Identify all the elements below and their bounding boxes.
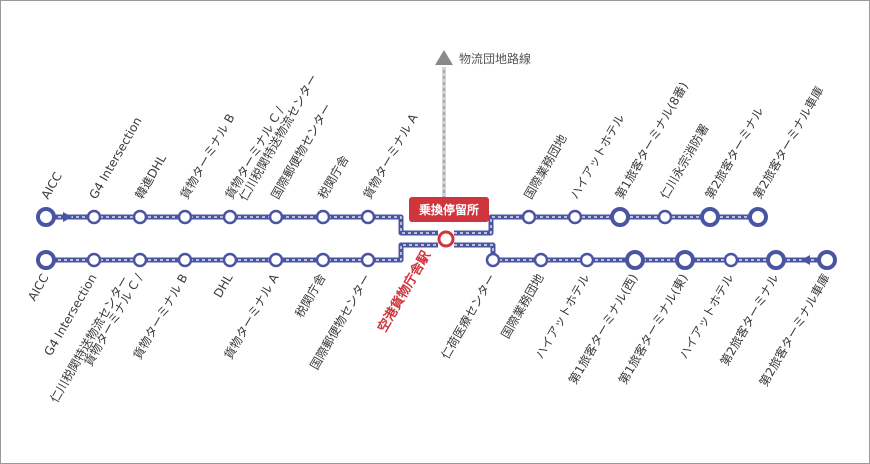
lower-stop-marker[interactable] [817,250,837,270]
transfer-badge-label: 乗換停留所 [419,202,479,217]
upper-stop-marker[interactable] [222,209,238,225]
upper-stop-label: 仁川永宗消防署 [657,121,712,201]
upper-stop-label: 第2旅客ターミナル車庫 [750,83,827,201]
lower-stop-marker[interactable] [86,252,102,268]
lower-stop-label: 税関庁舎 [292,272,328,321]
upper-stop-marker[interactable] [132,209,148,225]
lower-stop-marker[interactable] [268,252,284,268]
upper-track-left-inner [46,216,438,234]
lower-stop-marker[interactable] [533,252,549,268]
upper-stop-label: 韓進DHL [132,152,169,202]
lower-stop-marker[interactable] [625,250,645,270]
upper-stop-marker[interactable] [360,209,376,225]
upper-stop-marker[interactable] [268,209,284,225]
lower-direction-arrow-icon [801,255,810,265]
upper-stop-marker[interactable] [700,207,720,227]
upper-stop-label: 国際業務団地 [521,132,569,201]
upper-stop-marker[interactable] [86,209,102,225]
lower-stop-marker[interactable] [675,250,695,270]
lower-stop-label: DHL [211,271,236,300]
lower-stop-label: 国際業務団地 [498,272,546,341]
upper-stop-label: AICC [38,170,64,202]
lower-stop-label: AICC [25,272,51,304]
lower-stop-marker[interactable] [315,252,331,268]
north-branch: 物流団地路線 [435,50,531,197]
lower-stop-marker[interactable] [766,250,786,270]
lower-stop-marker[interactable] [723,252,739,268]
lower-track-left-inner [46,244,438,261]
hub-marker[interactable] [437,230,455,248]
upper-track-left [46,214,438,236]
lower-stop-marker[interactable] [360,252,376,268]
upper-stop-marker[interactable] [177,209,193,225]
upper-stop-label: 税関庁舎 [315,153,351,202]
lower-stop-marker[interactable] [36,250,56,270]
north-arrow-icon [435,50,453,65]
upper-stop-marker[interactable] [315,209,331,225]
lower-track-right-inner [454,244,827,261]
upper-stop-label: 貨物ターミナル A [360,110,421,201]
upper-stop-marker[interactable] [521,209,537,225]
lower-stop-label: 仁荷医療センター [438,272,498,362]
upper-stop-marker[interactable] [610,207,630,227]
north-branch-label: 物流団地路線 [459,51,531,66]
lower-stop-marker[interactable] [485,252,501,268]
upper-direction-arrow-icon [63,212,72,222]
upper-stop-marker[interactable] [567,209,583,225]
lower-stop-marker[interactable] [222,252,238,268]
upper-stop-marker[interactable] [36,207,56,227]
lower-stop-marker[interactable] [132,252,148,268]
lower-track-left [46,242,438,263]
upper-stop-marker[interactable] [748,207,768,227]
transfer-badge [409,197,489,222]
lower-stop-marker[interactable] [177,252,193,268]
lower-stop-marker[interactable] [579,252,595,268]
upper-stop-marker[interactable] [657,209,673,225]
